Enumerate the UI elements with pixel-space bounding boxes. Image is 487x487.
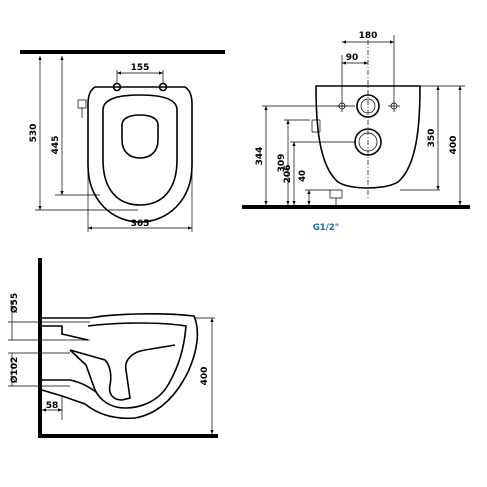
side-view-dim-floor: 58 <box>46 401 59 411</box>
side-view-inlet <box>42 325 89 341</box>
rear-view-dim-309: 309 <box>277 154 287 173</box>
top-view-dim-width: 365 <box>131 219 150 229</box>
rear-view-dim-half: 90 <box>346 53 359 63</box>
top-view-fixing-hole-right <box>158 82 168 92</box>
rear-view-dim-350: 350 <box>427 129 437 148</box>
side-view-body <box>41 313 199 420</box>
top-view-wall <box>20 50 225 54</box>
rear-view-body <box>315 85 421 189</box>
rear-view-inlet-valve <box>329 189 343 205</box>
side-view-dim-outlet: Ø102 <box>9 357 20 383</box>
top-view-bowl-outline <box>87 86 193 223</box>
rear-view-inlet-label: G1/2" <box>313 223 339 233</box>
side-view-trap <box>69 344 176 401</box>
rear-view-dim-width: 180 <box>359 31 378 41</box>
side-view-dim-outlet-top: Ø55 <box>9 293 20 313</box>
top-view-fixing-hole-left <box>112 82 122 92</box>
top-view-bowl-opening <box>121 114 159 159</box>
side-view-dim-height: 400 <box>200 367 210 386</box>
top-view-inner-ring <box>102 94 178 206</box>
side-view-floor <box>38 434 218 438</box>
side-view: Ø55 Ø102 58 400 <box>8 258 218 438</box>
top-view: 155 365 530 445 <box>20 50 225 232</box>
rear-view-dim-400: 400 <box>449 136 459 155</box>
rear-view-dim-40: 40 <box>298 170 308 182</box>
side-view-wall <box>38 258 42 438</box>
side-view-inner-bowl <box>69 322 187 409</box>
top-view-dim-depth-fix: 445 <box>51 136 61 155</box>
side-view-outlet <box>42 379 97 393</box>
rear-view-wall-pipe <box>311 119 321 133</box>
rear-view-dim-206: 206 <box>283 165 293 184</box>
rear-view-dim-344: 344 <box>255 147 265 166</box>
top-view-pipe <box>77 99 87 118</box>
rear-view: 180 90 344 309 206 40 350 400 G1/2" <box>242 31 470 233</box>
rear-view-floor <box>242 205 470 209</box>
top-view-dim-holes: 155 <box>131 63 150 73</box>
top-view-dim-depth-total: 530 <box>29 124 39 143</box>
